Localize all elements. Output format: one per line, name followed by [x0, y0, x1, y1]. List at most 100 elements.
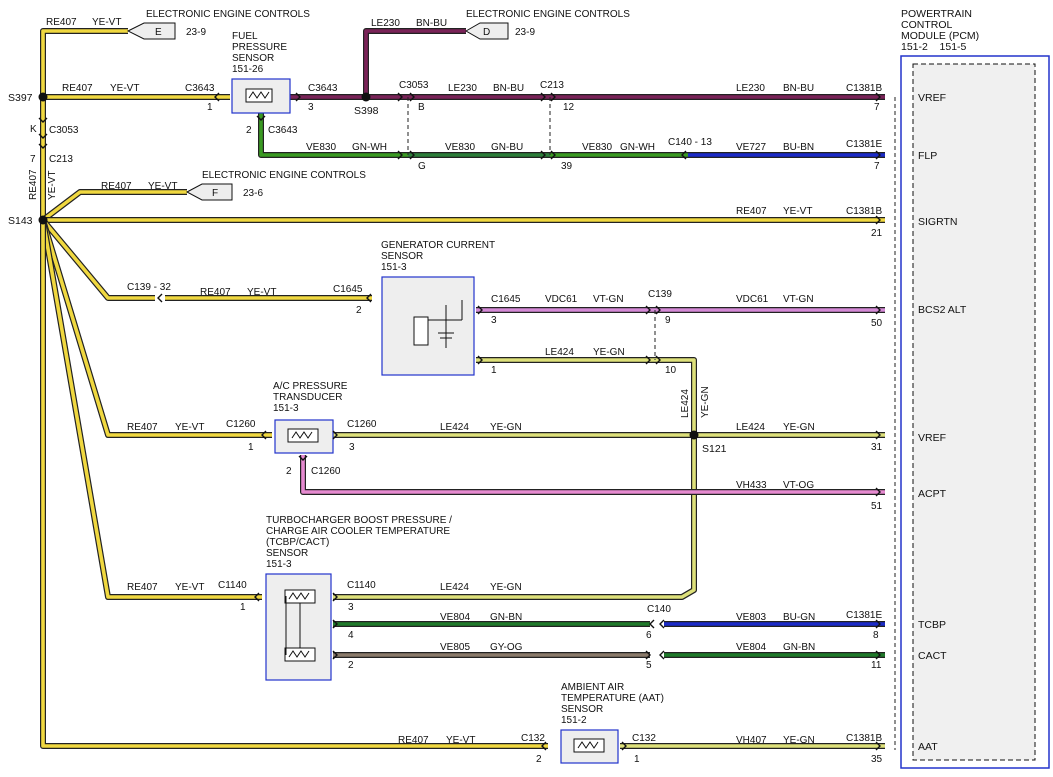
splice-s398-label: S398 [354, 105, 379, 117]
cl: C1260 [226, 419, 256, 430]
gen-sensor-label-1: GENERATOR CURRENT [381, 240, 495, 251]
wire-le230-ref-d [290, 28, 466, 100]
cl: C140 - 13 [668, 137, 712, 148]
wl: VH433 [736, 480, 767, 491]
ref-f-flag[interactable]: F 23-6 ELECTRONIC ENGINE CONTROLS [185, 170, 366, 201]
connector-chevron-icon [659, 619, 665, 629]
fuel-pressure-sensor[interactable]: FUEL PRESSURE SENSOR 151-26 [231, 31, 291, 114]
splice-s397-label: S397 [8, 92, 33, 104]
connector-chevron-icon [875, 741, 881, 751]
wl: VE830 [582, 142, 612, 153]
pl: 2 [286, 466, 292, 477]
connector-chevron-icon [157, 293, 163, 303]
pl: 1 [248, 442, 254, 453]
connector-chevron-icon [875, 487, 881, 497]
splice-s143-dot [38, 215, 48, 225]
connector-chevron-icon [659, 650, 665, 660]
wl: LE424 [440, 582, 469, 593]
pl: 2 [348, 660, 354, 671]
connector-chevron-icon [332, 430, 338, 440]
wl: RE407 [127, 582, 158, 593]
pl: 21 [871, 228, 883, 239]
ac-label-1: A/C PRESSURE [273, 381, 348, 392]
fuel-sensor-label-1: FUEL [232, 31, 258, 42]
splice-s397-dot [38, 92, 48, 102]
wl: GN-BN [490, 612, 522, 623]
connector-chevron-icon [38, 133, 48, 139]
connector-chevron-icon [295, 92, 301, 102]
aat-label-2: TEMPERATURE (AAT) [561, 693, 664, 704]
pl: 35 [871, 754, 883, 765]
wl: VH407 [736, 735, 767, 746]
ac-label-2: TRANSDUCER [273, 392, 342, 403]
wl: VE830 [445, 142, 475, 153]
splice-s143-label: S143 [8, 215, 33, 227]
pcm-internal-outline [912, 63, 1036, 761]
wl: GN-WH [620, 142, 655, 153]
wl: VT-GN [593, 294, 624, 305]
pl: 7 [874, 102, 880, 113]
pl: 2 [356, 305, 362, 316]
aat-label-4: 151-2 [561, 715, 587, 726]
connector-chevron-icon [681, 150, 687, 160]
wire-vh433-acpt [300, 455, 885, 495]
cl: C213 [540, 80, 564, 91]
wl: LE424 [680, 389, 691, 418]
wl: YE-VT [175, 422, 204, 433]
pl: 3 [348, 602, 354, 613]
pcm-pin-cact: CACT [918, 650, 947, 662]
wl: YE-VT [783, 206, 812, 217]
wl: YE-GN [783, 422, 815, 433]
wl: GY-OG [490, 642, 523, 653]
connector-chevron-icon [477, 305, 483, 315]
generator-current-sensor[interactable]: GENERATOR CURRENT SENSOR 151-3 [381, 240, 495, 376]
wire-le424-gen [333, 357, 697, 600]
pl: 12 [563, 102, 575, 113]
connector-chevron-icon [298, 455, 308, 461]
tcbp-cact-sensor[interactable]: TURBOCHARGER BOOST PRESSURE / CHARGE AIR… [265, 515, 452, 681]
connector-chevron-icon [332, 619, 338, 629]
wl: YE-GN [490, 422, 522, 433]
ac-pressure-transducer[interactable]: A/C PRESSURE TRANSDUCER 151-3 [273, 381, 348, 454]
connector-chevron-icon [655, 305, 661, 315]
connector-chevron-icon [645, 650, 651, 660]
thermistor-icon [577, 741, 599, 749]
tcbp-label-2: CHARGE AIR COOLER TEMPERATURE [266, 526, 450, 537]
pl: 10 [665, 365, 677, 376]
wl: VE830 [306, 142, 336, 153]
splice-s121-dot [689, 430, 699, 440]
connector-chevron-icon [550, 150, 556, 160]
connector-chevron-icon [655, 355, 661, 365]
pl: 1 [634, 754, 640, 765]
pl: 4 [348, 630, 354, 641]
connector-chevron-icon [261, 430, 267, 440]
pl: 1 [240, 602, 246, 613]
ref-e-flag[interactable]: E 23-9 ELECTRONIC ENGINE CONTROLS [126, 9, 310, 40]
aat-sensor[interactable]: AMBIENT AIR TEMPERATURE (AAT) SENSOR 151… [560, 682, 664, 764]
connector-chevrons [38, 92, 881, 751]
wire-re407-tcbp [40, 219, 262, 600]
cl: C3053 [399, 80, 429, 91]
pl: G [418, 161, 426, 172]
splices: S397 S398 S143 S121 [8, 92, 727, 455]
cl: C139 - 32 [127, 282, 171, 293]
connector-chevron-icon [621, 741, 627, 751]
cl: C3643 [308, 83, 338, 94]
wl: RE407 [736, 206, 767, 217]
aat-label-3: SENSOR [561, 704, 603, 715]
connector-chevron-icon [645, 355, 651, 365]
pcm-title-line1: POWERTRAIN [901, 8, 972, 20]
cl: C1381E [846, 139, 882, 150]
wl: LE424 [736, 422, 765, 433]
ref-d-flag[interactable]: D 23-9 ELECTRONIC ENGINE CONTROLS [464, 9, 630, 40]
connector-chevron-icon [875, 650, 881, 660]
sensor-resistor-icon [291, 431, 313, 439]
cl: C213 [49, 154, 73, 165]
pl: 50 [871, 318, 883, 329]
connector-chevron-icon [875, 215, 881, 225]
connector-chevron-icon [254, 592, 260, 602]
connector-chevron-icon [409, 150, 415, 160]
pl: 7 [30, 154, 36, 165]
connector-chevron-icon [366, 293, 372, 303]
